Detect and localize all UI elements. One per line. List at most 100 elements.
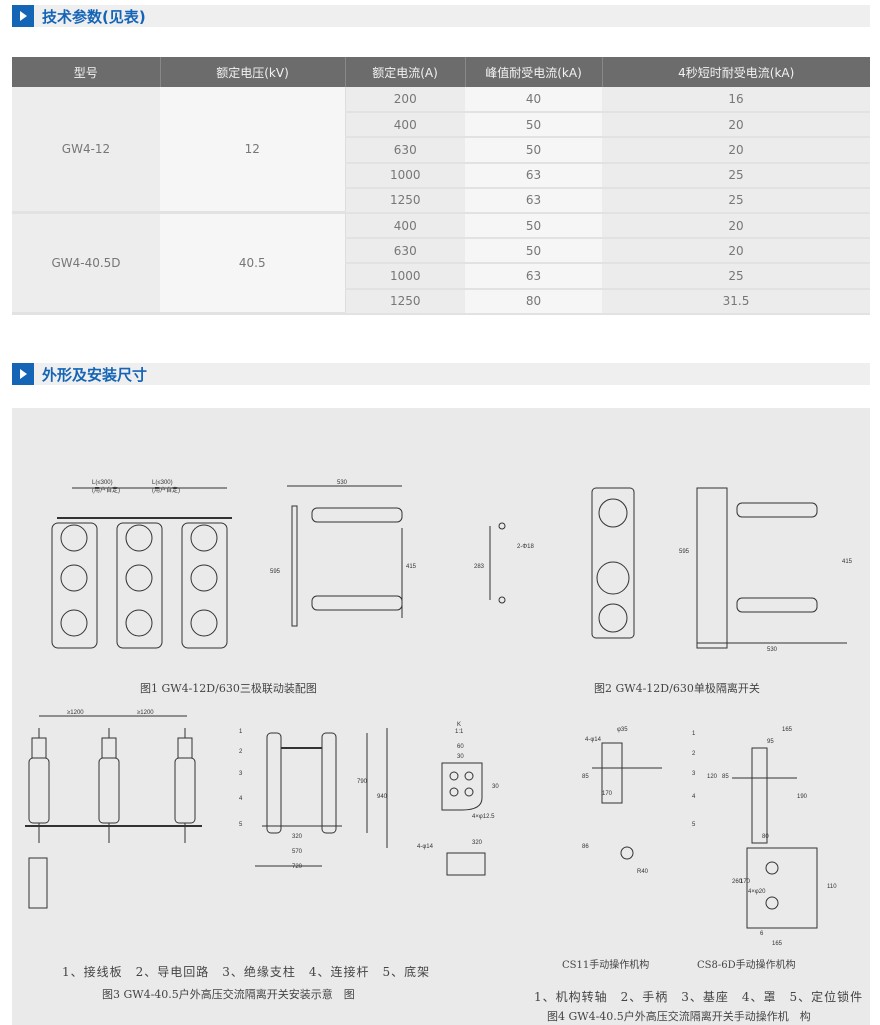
fig3-caption: 图3 GW4-40.5户外高压交流隔离开关安装示意 图 xyxy=(102,988,355,1001)
svg-text:1:1: 1:1 xyxy=(455,729,464,735)
svg-text:85: 85 xyxy=(582,774,589,780)
current-cell: 400 xyxy=(345,212,465,240)
svg-text:4×φ12.5: 4×φ12.5 xyxy=(472,814,495,820)
svg-text:4-φ14: 4-φ14 xyxy=(417,844,434,850)
svg-text:3: 3 xyxy=(692,771,696,777)
short-time-current-cell: 20 xyxy=(602,112,870,139)
voltage-cell: 40.5 xyxy=(160,212,346,316)
current-cell: 1250 xyxy=(345,288,465,315)
current-cell: 630 xyxy=(345,238,465,265)
fig4-subcaption-cs11: CS11手动操作机构 xyxy=(562,960,650,971)
svg-text:≥1200: ≥1200 xyxy=(137,710,154,716)
svg-text:720: 720 xyxy=(292,864,303,870)
short-time-current-cell: 20 xyxy=(602,212,870,240)
section-title: 外形及安装尺寸 xyxy=(42,365,148,384)
svg-text:110: 110 xyxy=(827,884,837,890)
svg-text:165: 165 xyxy=(782,727,793,733)
svg-text:30: 30 xyxy=(457,754,464,760)
col-header: 额定电压(kV) xyxy=(160,57,346,87)
svg-text:3: 3 xyxy=(239,771,243,777)
model-cell: GW4-12 xyxy=(12,87,160,215)
svg-text:4-φ14: 4-φ14 xyxy=(585,737,602,743)
svg-text:30: 30 xyxy=(492,784,499,790)
svg-text:5: 5 xyxy=(239,822,243,828)
section-header-dimensions: 外形及安装尺寸 xyxy=(12,363,870,385)
fig1-mounting-holes: 2-Φ18 283 xyxy=(474,522,534,604)
fig1-side-drawing: 530 595 415 xyxy=(270,480,417,627)
svg-text:6: 6 xyxy=(760,931,764,937)
short-time-current-cell: 25 xyxy=(602,162,870,189)
short-time-current-cell: 16 xyxy=(602,87,870,114)
svg-text:4: 4 xyxy=(692,794,696,800)
current-cell: 1000 xyxy=(345,162,465,189)
svg-text:190: 190 xyxy=(797,794,808,800)
svg-text:260: 260 xyxy=(732,879,743,885)
col-header: 4秒短时耐受电流(kA) xyxy=(602,57,870,87)
svg-text:320: 320 xyxy=(292,834,303,840)
col-header: 峰值耐受电流(kA) xyxy=(465,57,603,87)
dim-label: L(≤300) xyxy=(92,480,113,486)
svg-text:2-Φ18: 2-Φ18 xyxy=(517,544,534,550)
short-time-current-cell: 25 xyxy=(602,263,870,290)
peak-current-cell: 50 xyxy=(465,137,602,164)
svg-text:4: 4 xyxy=(239,796,243,802)
peak-current-cell: 63 xyxy=(465,263,602,290)
svg-text:530: 530 xyxy=(767,647,778,653)
fig3-legend: 1、接线板 2、导电回路 3、绝缘支柱 4、连接杆 5、底架 xyxy=(62,965,431,979)
dim-label: (用户自定) xyxy=(92,486,120,494)
section-header-tech-params: 技术参数(见表) xyxy=(12,5,870,27)
current-cell: 200 xyxy=(345,87,465,114)
current-cell: 1000 xyxy=(345,263,465,290)
svg-text:1: 1 xyxy=(692,731,696,737)
svg-text:5: 5 xyxy=(692,822,696,828)
play-arrow-icon xyxy=(12,363,34,385)
svg-text:R40: R40 xyxy=(637,869,649,875)
peak-current-cell: 50 xyxy=(465,112,602,139)
dim-label: (用户自定) xyxy=(152,486,180,494)
svg-text:170: 170 xyxy=(740,879,751,885)
svg-text:4×φ20: 4×φ20 xyxy=(748,889,766,895)
svg-text:320: 320 xyxy=(472,840,483,846)
svg-text:530: 530 xyxy=(337,480,348,486)
svg-text:595: 595 xyxy=(270,569,281,575)
svg-text:595: 595 xyxy=(679,549,690,555)
fig4-legend: 1、机构转轴 2、手柄 3、基座 4、罩 5、定位锁件 xyxy=(534,990,864,1004)
svg-text:K: K xyxy=(457,722,461,728)
play-arrow-icon xyxy=(12,5,34,27)
peak-current-cell: 63 xyxy=(465,187,602,214)
fig2-caption: 图2 GW4-12D/630单极隔离开关 xyxy=(594,682,760,695)
peak-current-cell: 63 xyxy=(465,162,602,189)
voltage-cell: 12 xyxy=(160,87,346,215)
drawings-panel: L(≤300) (用户自定) L(≤300) (用户自定) 530 595 41… xyxy=(12,408,870,1025)
fig4-caption: 图4 GW4-40.5户外高压交流隔离开关手动操作机 构 xyxy=(547,1010,811,1023)
svg-text:95: 95 xyxy=(767,739,774,745)
current-cell: 400 xyxy=(345,112,465,139)
peak-current-cell: 40 xyxy=(465,87,602,114)
svg-text:415: 415 xyxy=(842,559,853,565)
svg-text:940: 940 xyxy=(377,794,388,800)
svg-text:1: 1 xyxy=(239,729,243,735)
fig1-caption: 图1 GW4-12D/630三极联动装配图 xyxy=(140,682,317,695)
svg-text:165: 165 xyxy=(772,941,783,947)
spec-table: 型号 额定电压(kV) 额定电流(A) 峰值耐受电流(kA) 4秒短时耐受电流(… xyxy=(12,57,870,316)
svg-text:415: 415 xyxy=(406,564,417,570)
model-cell: GW4-40.5D xyxy=(12,212,160,316)
svg-text:86: 86 xyxy=(582,844,589,850)
section-title: 技术参数(见表) xyxy=(42,7,146,26)
fig2-single-pole-drawing: 595 415 530 xyxy=(591,487,853,653)
svg-text:283: 283 xyxy=(474,564,485,570)
current-cell: 1250 xyxy=(345,187,465,214)
current-cell: 630 xyxy=(345,137,465,164)
dim-label: L(≤300) xyxy=(152,480,173,486)
svg-text:φ35: φ35 xyxy=(617,727,628,733)
svg-text:≥1200: ≥1200 xyxy=(67,710,84,716)
